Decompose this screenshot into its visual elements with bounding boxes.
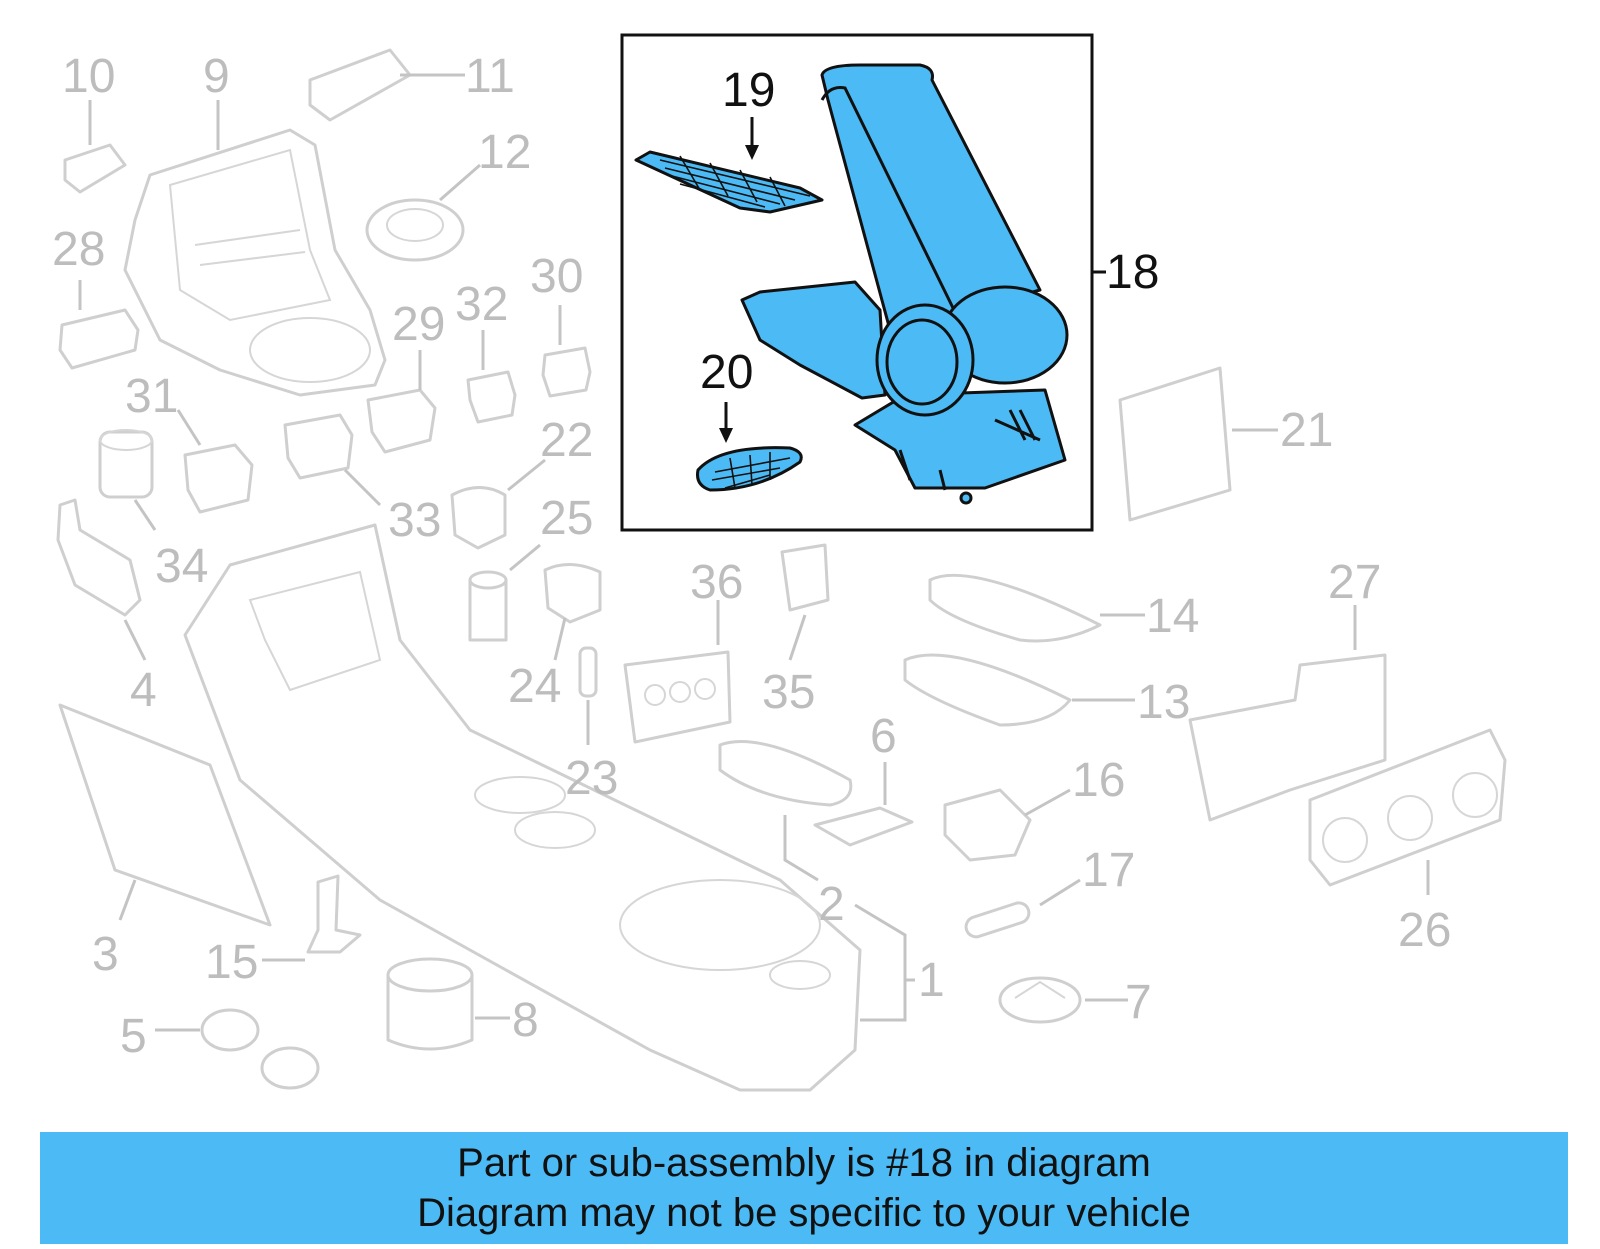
callout-27: 27 [1328,556,1381,609]
part-4-shape [56,498,142,617]
part-6-shape [813,806,914,847]
callout-36: 36 [690,556,743,609]
armrest-hinge-knob-inner [885,318,959,406]
part-8-shape [386,957,474,1051]
part-35-shape [780,543,830,612]
callout-33: 33 [388,494,441,547]
part-22-shape [450,486,507,550]
part-23-shape [578,646,598,698]
callout-19: 19 [722,64,775,117]
callout-6: 6 [870,710,897,763]
part-3-shape [58,703,272,927]
part-24-shape [543,563,602,624]
highlight-leader-lines [719,117,1106,443]
callout-26: 26 [1398,904,1451,957]
callout-22: 22 [540,414,593,467]
part-26-shape [1308,728,1507,887]
callout-11: 11 [465,50,515,103]
info-banner: Part or sub-assembly is #18 in diagram D… [40,1132,1568,1244]
part-10-shape [63,143,127,194]
part-16-shape [943,788,1032,862]
callout-17: 17 [1082,844,1135,897]
part-32-shape [466,370,517,424]
callout-34: 34 [155,540,208,593]
callout-32: 32 [455,278,508,331]
part-9-shape [123,128,387,397]
ghost-callout-labels: 10 9 11 12 28 29 32 30 31 22 33 25 34 36… [52,50,1451,1063]
part-5-shape [200,1008,320,1090]
callout-15: 15 [205,936,258,989]
callout-5: 5 [120,1010,147,1063]
part-27-shape [1188,653,1387,822]
part-36-shape [623,650,732,744]
callout-1: 1 [918,954,945,1007]
armrest-base [740,280,887,400]
part-13-shape [903,653,1072,727]
armrest-lid [820,63,1042,332]
callout-35: 35 [762,666,815,719]
part-34-shape [98,429,154,499]
armrest-bracket-detail [898,409,1041,491]
callout-13: 13 [1137,676,1190,729]
callout-8: 8 [512,994,539,1047]
part-21-shape [1118,366,1232,522]
banner-line-2: Diagram may not be specific to your vehi… [417,1191,1191,1235]
callout-30: 30 [530,250,583,303]
callout-31: 31 [125,370,178,423]
ghost-leader-lines [78,73,1430,1032]
part-30-shape [541,346,592,398]
callout-3: 3 [92,928,119,981]
part-12-shape [365,198,465,262]
armrest-lid-edge [820,86,957,313]
part-28-shape [58,308,140,370]
part-2-shape [718,740,853,807]
part-1-shape [183,523,862,1092]
part-29-shape [366,388,437,454]
part-15-shape [306,874,362,954]
callout-25: 25 [540,492,593,545]
part-7-shape [998,976,1082,1024]
callout-29: 29 [392,298,445,351]
banner-line-1: Part or sub-assembly is #18 in diagram [457,1141,1151,1185]
callout-12: 12 [478,126,531,179]
part-20-grille [696,446,803,492]
callout-18: 18 [1106,246,1159,299]
callout-10: 10 [62,50,115,103]
callout-2: 2 [818,878,845,931]
callout-14: 14 [1146,590,1199,643]
armrest-foot [959,491,973,505]
callout-9: 9 [203,50,230,103]
part-14-shape [928,573,1102,643]
part-31-shape [183,443,254,514]
part-11-shape [308,48,412,122]
part-17-shape [964,901,1031,939]
part-33-shape [283,413,354,480]
callout-7: 7 [1125,976,1152,1029]
callout-23: 23 [565,752,618,805]
part-19-tray [634,150,824,214]
callout-28: 28 [52,223,105,276]
callout-20: 20 [700,346,753,399]
part-25-shape [468,570,508,642]
callout-21: 21 [1280,404,1333,457]
callout-16: 16 [1072,754,1125,807]
callout-24: 24 [508,660,561,713]
callout-4: 4 [130,664,157,717]
